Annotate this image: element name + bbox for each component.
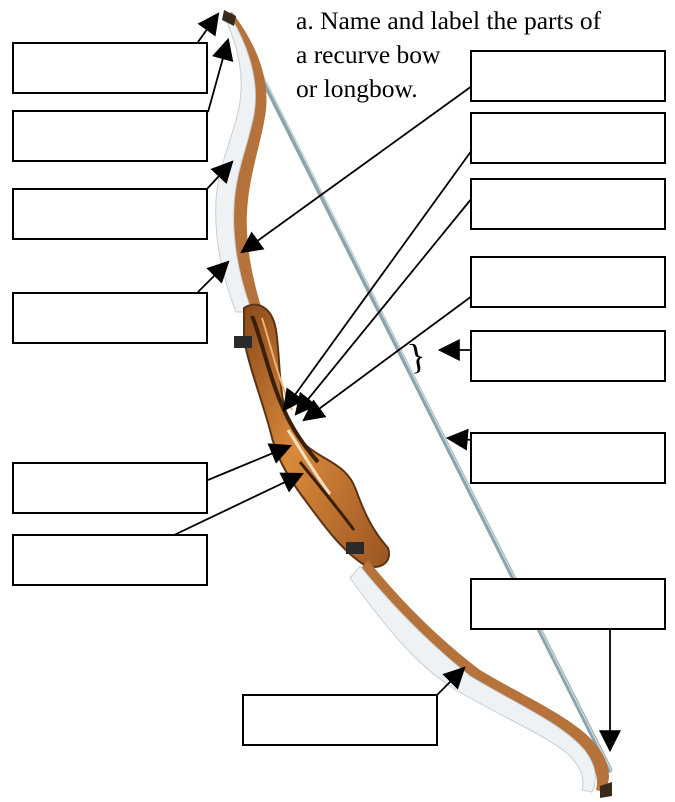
label-box-sight-window[interactable] bbox=[470, 256, 666, 308]
lower-limb bbox=[356, 560, 609, 792]
upper-limb bbox=[226, 12, 267, 310]
riser bbox=[243, 303, 390, 568]
label-box-limb-tip[interactable] bbox=[12, 110, 208, 162]
label-box-grip[interactable] bbox=[12, 462, 208, 514]
question-line-3: or longbow. bbox=[296, 74, 418, 103]
label-box-arrow-rest[interactable] bbox=[470, 112, 666, 164]
label-box-lower-limb[interactable] bbox=[242, 694, 438, 746]
question-line-1: a. Name and label the parts of bbox=[296, 6, 602, 35]
label-box-upper-limb[interactable] bbox=[12, 188, 208, 240]
label-box-string-nock[interactable] bbox=[12, 42, 208, 94]
question-line-2: a recurve bow bbox=[296, 40, 441, 69]
label-box-riser[interactable] bbox=[12, 534, 208, 586]
question-text: a. Name and label the parts of a recurve… bbox=[296, 4, 675, 106]
bow-string bbox=[229, 15, 613, 773]
label-box-bowstring[interactable] bbox=[470, 432, 666, 484]
label-box-limb-face[interactable] bbox=[470, 50, 666, 102]
label-box-limb-back[interactable] bbox=[12, 292, 208, 344]
label-box-lower-nock[interactable] bbox=[470, 578, 666, 630]
svg-text:}: } bbox=[405, 335, 429, 377]
label-box-arrow-plate[interactable] bbox=[470, 178, 666, 230]
label-box-brace-height[interactable] bbox=[470, 330, 666, 382]
